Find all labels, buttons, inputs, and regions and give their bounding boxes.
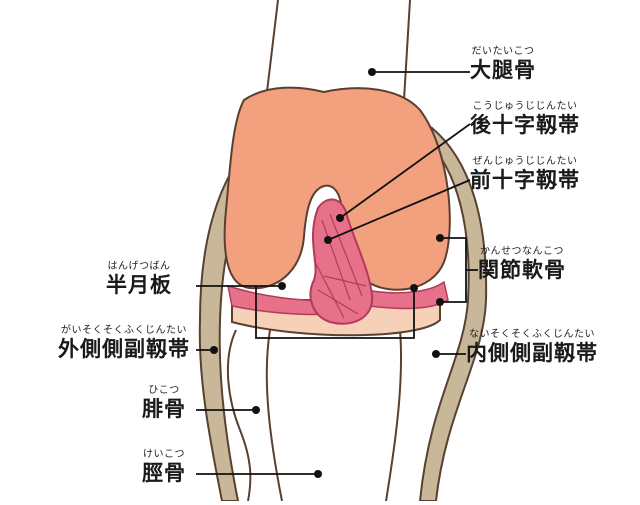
cartilage-label: かんせつなんこつ 関節軟骨 [478, 247, 566, 281]
acl-label: ぜんじゅうじじんたい 前十字靱帯 [470, 157, 580, 191]
tibia-label: けいこつ 脛骨 [142, 450, 186, 484]
pcl-label: こうじゅうじじんたい 後十字靱帯 [470, 102, 580, 136]
lcl-label: がいそくそくふくじんたい 外側側副靱帯 [58, 326, 190, 360]
fibula-label: ひこつ 腓骨 [142, 386, 186, 420]
tibia-outline [267, 330, 401, 501]
femur-label: だいたいこつ 大腿骨 [470, 47, 536, 81]
meniscus-label: はんげつばん 半月板 [106, 262, 172, 296]
femur-shaft [266, 0, 410, 100]
mcl-label: ないそくそくふくじんたい 内側側副靱帯 [466, 330, 598, 364]
